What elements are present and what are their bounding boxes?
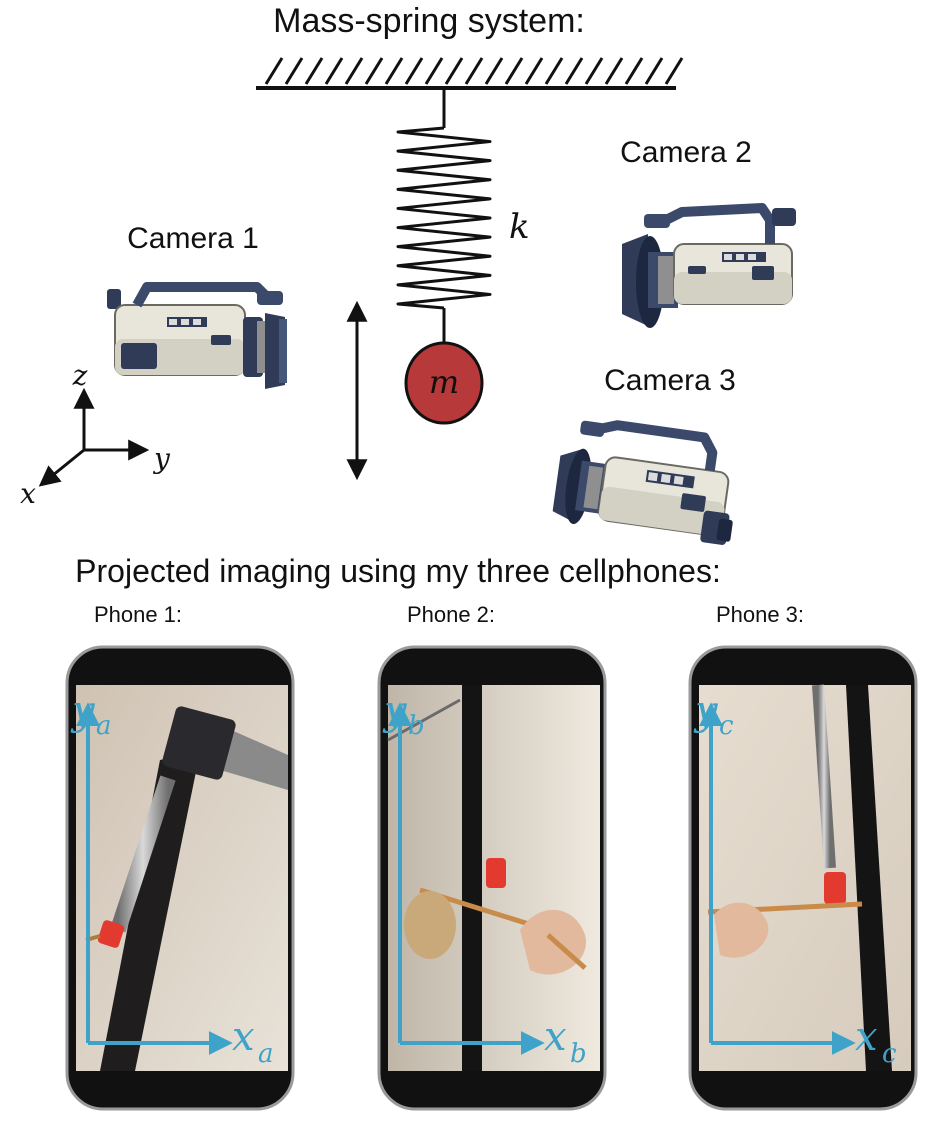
mass: m: [404, 341, 484, 425]
phone-1: y a x a: [65, 645, 295, 1111]
phone-3-x-sub: c: [882, 1039, 897, 1069]
x-axis-label: x: [20, 477, 36, 510]
phone-3-label: Phone 3:: [716, 602, 804, 627]
phone-1-y-sub: a: [96, 711, 112, 741]
phone-3-x-axis: x: [855, 1014, 878, 1060]
phone-1-x-sub: a: [258, 1039, 274, 1069]
phone-1-x-axis: x: [232, 1014, 255, 1060]
spring-constant-label: k: [509, 207, 530, 247]
phone-1-photo: [85, 706, 288, 1071]
z-axis-label: z: [72, 359, 88, 392]
camera-3-icon: [552, 420, 733, 545]
phone-1-label: Phone 1:: [94, 602, 182, 627]
phone-2-y-sub: b: [408, 711, 425, 741]
camera-2-label: Camera 2: [620, 136, 752, 169]
camera-3-label: Camera 3: [604, 364, 736, 397]
spring: [396, 88, 492, 345]
projection-title: Projected imaging using my three cellpho…: [75, 553, 721, 589]
phone-3: y c x c: [688, 645, 918, 1111]
camera-1-icon: [107, 282, 287, 389]
mass-label: m: [429, 363, 459, 401]
diagram-title: Mass-spring system:: [273, 2, 585, 40]
phone-2-photo: [387, 685, 587, 1071]
phone-1-y-axis: y: [70, 688, 96, 734]
phone-3-y-axis: y: [693, 688, 719, 734]
phone-3-y-sub: c: [719, 711, 734, 741]
y-axis-label: y: [152, 442, 171, 475]
camera-2-icon: [622, 203, 796, 328]
phone-3-photo: [707, 684, 892, 1071]
phone-2: y b x b: [377, 645, 607, 1111]
coordinate-axes: z y x: [20, 359, 171, 510]
phone-2-label: Phone 2:: [407, 602, 495, 627]
phone-2-y-axis: y: [382, 688, 408, 734]
phone-2-x-axis: x: [544, 1014, 567, 1060]
phone-2-x-sub: b: [570, 1039, 587, 1069]
ceiling-support: [256, 57, 684, 90]
camera-1-label: Camera 1: [127, 222, 259, 255]
